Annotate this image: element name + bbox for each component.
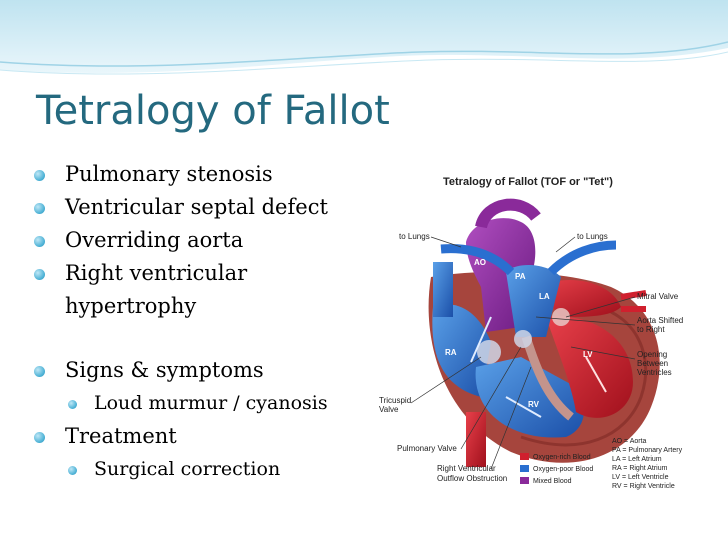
flow-arrow bbox=[470, 316, 492, 363]
label-pulmonary-valve: Pulmonary Valve bbox=[397, 444, 457, 453]
label-to-lungs-left: to Lungs bbox=[399, 232, 430, 241]
label-la: LA bbox=[539, 292, 550, 301]
label-ra: RA bbox=[445, 348, 457, 357]
legend-swatch-oxygen-rich bbox=[520, 453, 529, 460]
left-ventricle bbox=[546, 316, 633, 418]
heart-diagram: Tetralogy of Fallot (TOF or "Tet") AO PA bbox=[371, 167, 692, 492]
abbrev-pa: PA = Pulmonary Artery bbox=[612, 447, 683, 454]
slide-title: Tetralogy of Fallot bbox=[36, 88, 390, 134]
label-lv: LV bbox=[583, 350, 593, 359]
leader-lines bbox=[410, 236, 636, 470]
label-ao: AO bbox=[474, 258, 486, 267]
label-tricuspid: Valve bbox=[379, 405, 399, 414]
legend-swatch-mixed bbox=[520, 477, 529, 484]
header-band bbox=[0, 0, 728, 110]
list-item: Treatment bbox=[18, 420, 363, 453]
superior-vena-cava bbox=[433, 262, 453, 317]
label-pa: PA bbox=[515, 272, 526, 281]
abbrev-la: LA = Left Atrium bbox=[612, 456, 662, 463]
abbrev-rv: RV = Right Ventricle bbox=[612, 483, 675, 490]
abbrev-lv: LV = Left Ventricle bbox=[612, 474, 669, 481]
sub-list-item: Loud murmur / cyanosis bbox=[18, 387, 363, 420]
label-opening: Ventricles bbox=[637, 368, 672, 377]
heart-wall-texture bbox=[520, 310, 648, 447]
pulmonary-branch-right bbox=[547, 240, 617, 276]
label-aorta-shifted: to Right bbox=[637, 325, 665, 334]
legend-swatch-oxygen-poor bbox=[520, 465, 529, 472]
flow-arrow bbox=[585, 356, 607, 393]
septum bbox=[521, 335, 574, 421]
abbrev-ao: AO = Aorta bbox=[612, 438, 647, 445]
figure-title: Tetralogy of Fallot (TOF or "Tet") bbox=[443, 176, 613, 188]
flow-arrow bbox=[505, 396, 542, 418]
label-to-lungs-right: to Lungs bbox=[577, 232, 608, 241]
right-ventricle bbox=[475, 357, 584, 438]
list-item: Ventricular septal defect bbox=[18, 191, 363, 224]
mitral-valve bbox=[552, 308, 570, 326]
list-item: Overriding aorta bbox=[18, 224, 363, 257]
sub-list-item: Surgical correction bbox=[18, 453, 363, 486]
legend-oxygen-rich: Oxygen-rich Blood bbox=[533, 454, 591, 461]
legend-oxygen-poor: Oxygen-poor Blood bbox=[533, 466, 593, 473]
pulmonary-valve bbox=[514, 330, 532, 348]
label-rv: RV bbox=[528, 400, 540, 409]
label-opening: Between bbox=[637, 359, 668, 368]
label-mitral-valve: Mitral Valve bbox=[637, 292, 679, 301]
pulmonary-artery bbox=[506, 265, 561, 337]
legend-mixed: Mixed Blood bbox=[533, 478, 572, 485]
pulmonary-branch-left bbox=[440, 244, 515, 276]
abbrev-ra: RA = Right Atrium bbox=[612, 465, 668, 472]
aorta-arch-top bbox=[475, 198, 541, 229]
label-tricuspid: Tricuspid bbox=[379, 396, 411, 405]
list-item: Signs & symptoms bbox=[18, 354, 363, 387]
bullet-list: Pulmonary stenosis Ventricular septal de… bbox=[18, 158, 363, 486]
label-opening: Opening bbox=[637, 350, 667, 359]
list-item: Pulmonary stenosis bbox=[18, 158, 363, 191]
label-aorta-shifted: Aorta Shifted bbox=[637, 316, 683, 325]
inferior-vena-cava bbox=[466, 412, 486, 467]
pulmonary-veins bbox=[620, 290, 647, 312]
label-rv-outflow: Outflow Obstruction bbox=[437, 474, 507, 483]
tricuspid-valve bbox=[477, 340, 501, 364]
label-rv-outflow: Right Ventricular bbox=[437, 464, 496, 473]
